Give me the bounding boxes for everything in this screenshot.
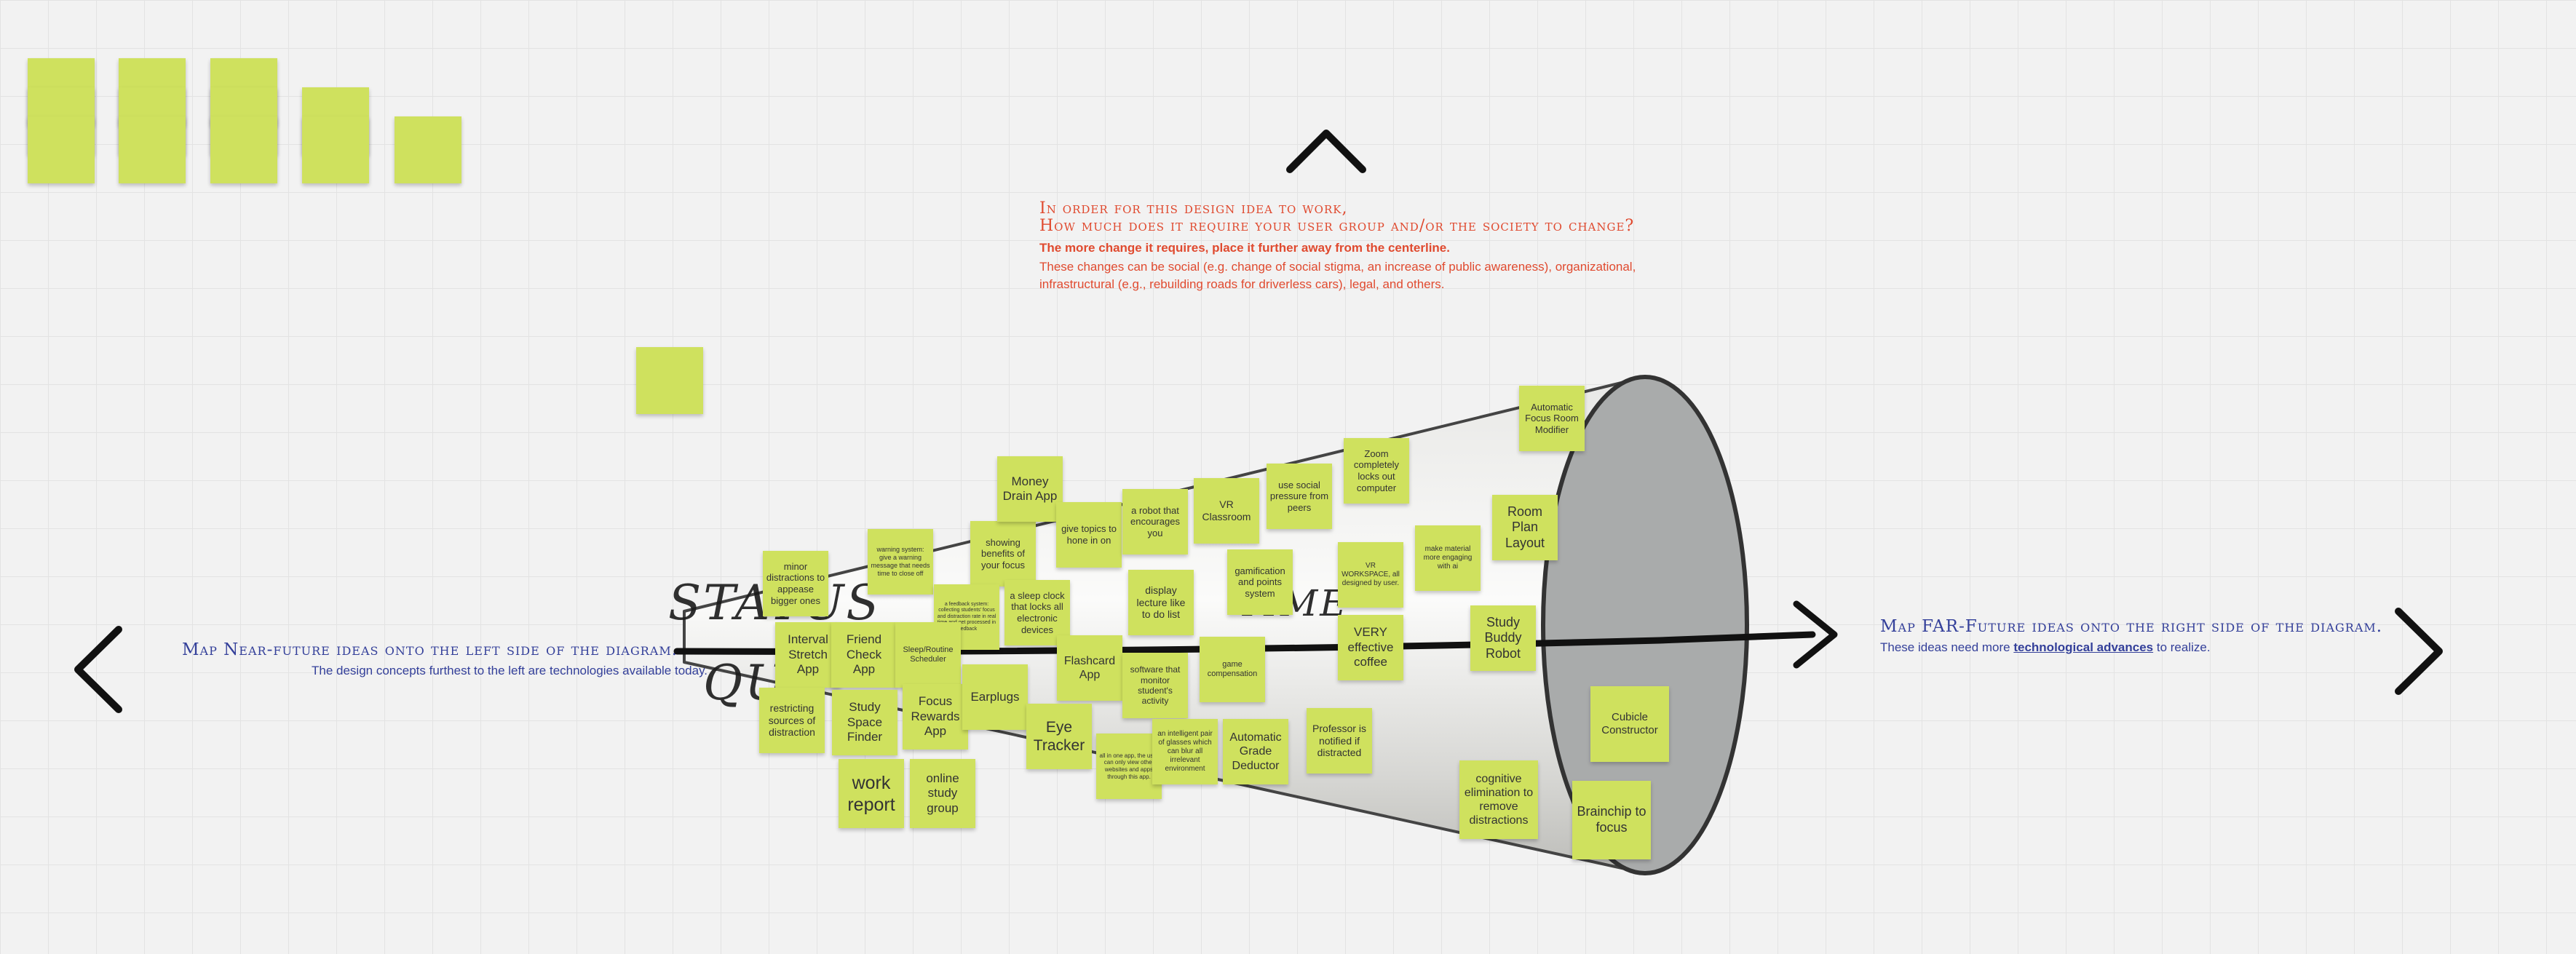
sticky-note[interactable]: use social pressure from peers <box>1267 464 1332 529</box>
chevron-left-icon <box>74 626 122 713</box>
change-prompt-heading-2: How much does it require your user group… <box>1039 217 1635 235</box>
far-future-heading: Map FAR-Future ideas onto the right side… <box>1880 617 2383 636</box>
change-prompt-heading-1: In order for this design idea to work, <box>1039 199 1348 218</box>
near-future-body: The design concepts furthest to the left… <box>312 664 708 677</box>
far-future-body-text: These ideas need more <box>1880 640 2014 654</box>
sticky-note[interactable]: work report <box>839 759 904 828</box>
sticky-note[interactable]: Professor is notified if distracted <box>1307 708 1372 774</box>
blank-sticky[interactable] <box>28 116 95 183</box>
sticky-note[interactable]: Brainchip to focus <box>1572 781 1651 859</box>
sticky-note[interactable]: Sleep/Routine Scheduler <box>895 622 961 688</box>
sticky-note[interactable]: gamification and points system <box>1227 549 1293 615</box>
change-prompt: In order for this design idea to work, H… <box>1039 200 1767 293</box>
sticky-note[interactable]: Zoom completely locks out computer <box>1344 438 1409 504</box>
sticky-note[interactable]: Automatic Grade Deductor <box>1223 719 1288 784</box>
sticky-note[interactable]: make material more engaging with ai <box>1415 525 1481 591</box>
sticky-note[interactable]: Interval Stretch App <box>775 622 841 688</box>
sticky-note[interactable]: all in one app, the user can only view o… <box>1096 734 1162 799</box>
sticky-note[interactable]: cognitive elimination to remove distract… <box>1459 760 1538 839</box>
far-future-body: These ideas need more technological adva… <box>1880 640 2382 655</box>
technological-advances-link[interactable]: technological advances <box>2013 640 2154 654</box>
sticky-note[interactable]: Study Space Finder <box>832 690 897 755</box>
sticky-note[interactable]: Focus Rewards App <box>903 684 968 750</box>
blank-sticky[interactable] <box>302 116 369 183</box>
far-future-prompt: Map FAR-Future ideas onto the right side… <box>1880 617 2382 655</box>
sticky-note[interactable]: restricting sources of distraction <box>759 688 825 753</box>
sticky-note[interactable]: Room Plan Layout <box>1492 495 1558 560</box>
far-future-body-tail: to realize. <box>2153 640 2211 654</box>
blank-sticky[interactable] <box>636 347 703 414</box>
blank-sticky[interactable] <box>210 116 277 183</box>
sticky-note[interactable]: Flashcard App <box>1057 635 1122 701</box>
sticky-note[interactable]: online study group <box>910 759 975 828</box>
sticky-note[interactable]: a feedback system: collecting students' … <box>934 584 999 650</box>
sticky-note[interactable]: Earplugs <box>962 664 1028 730</box>
near-future-prompt: Map Near-future ideas onto the left side… <box>182 640 708 678</box>
sticky-note[interactable]: VERY effective coffee <box>1338 615 1403 680</box>
change-prompt-bold: The more change it requires, place it fu… <box>1039 241 1450 255</box>
near-future-heading: Map Near-future ideas onto the left side… <box>182 640 678 659</box>
sticky-note[interactable]: Money Drain App <box>997 456 1063 522</box>
chevron-up-icon <box>1286 130 1366 173</box>
sticky-note[interactable]: software that monitor student's activity <box>1122 653 1188 718</box>
sticky-note[interactable]: a robot that encourages you <box>1122 489 1188 554</box>
blank-sticky[interactable] <box>395 116 461 183</box>
chevron-right-icon <box>2395 608 2443 695</box>
sticky-note[interactable]: Eye Tracker <box>1026 704 1092 769</box>
change-prompt-body: These changes can be social (e.g. change… <box>1039 260 1636 291</box>
sticky-note[interactable]: VR WORKSPACE, all designed by user. <box>1338 542 1403 608</box>
blank-sticky[interactable] <box>119 116 186 183</box>
sticky-note[interactable]: display lecture like to do list <box>1128 570 1194 635</box>
sticky-note[interactable]: Friend Check App <box>831 622 897 688</box>
sticky-note[interactable]: Study Buddy Robot <box>1470 605 1536 671</box>
sticky-note[interactable]: minor distractions to appease bigger one… <box>763 551 828 616</box>
sticky-note[interactable]: give topics to hone in on <box>1056 502 1122 568</box>
sticky-note[interactable]: showing benefits of your focus <box>970 521 1036 587</box>
sticky-note[interactable]: an intelligent pair of glasses which can… <box>1152 719 1218 784</box>
sticky-note[interactable]: VR Classroom <box>1194 478 1259 544</box>
sticky-note[interactable]: Automatic Focus Room Modifier <box>1519 386 1585 451</box>
sticky-note[interactable]: warning system: give a warning message t… <box>868 529 933 595</box>
sticky-note[interactable]: game compensation <box>1200 637 1265 702</box>
sticky-note[interactable]: Cubicle Constructor <box>1590 686 1669 762</box>
sticky-note[interactable]: a sleep clock that locks all electronic … <box>1004 580 1070 645</box>
